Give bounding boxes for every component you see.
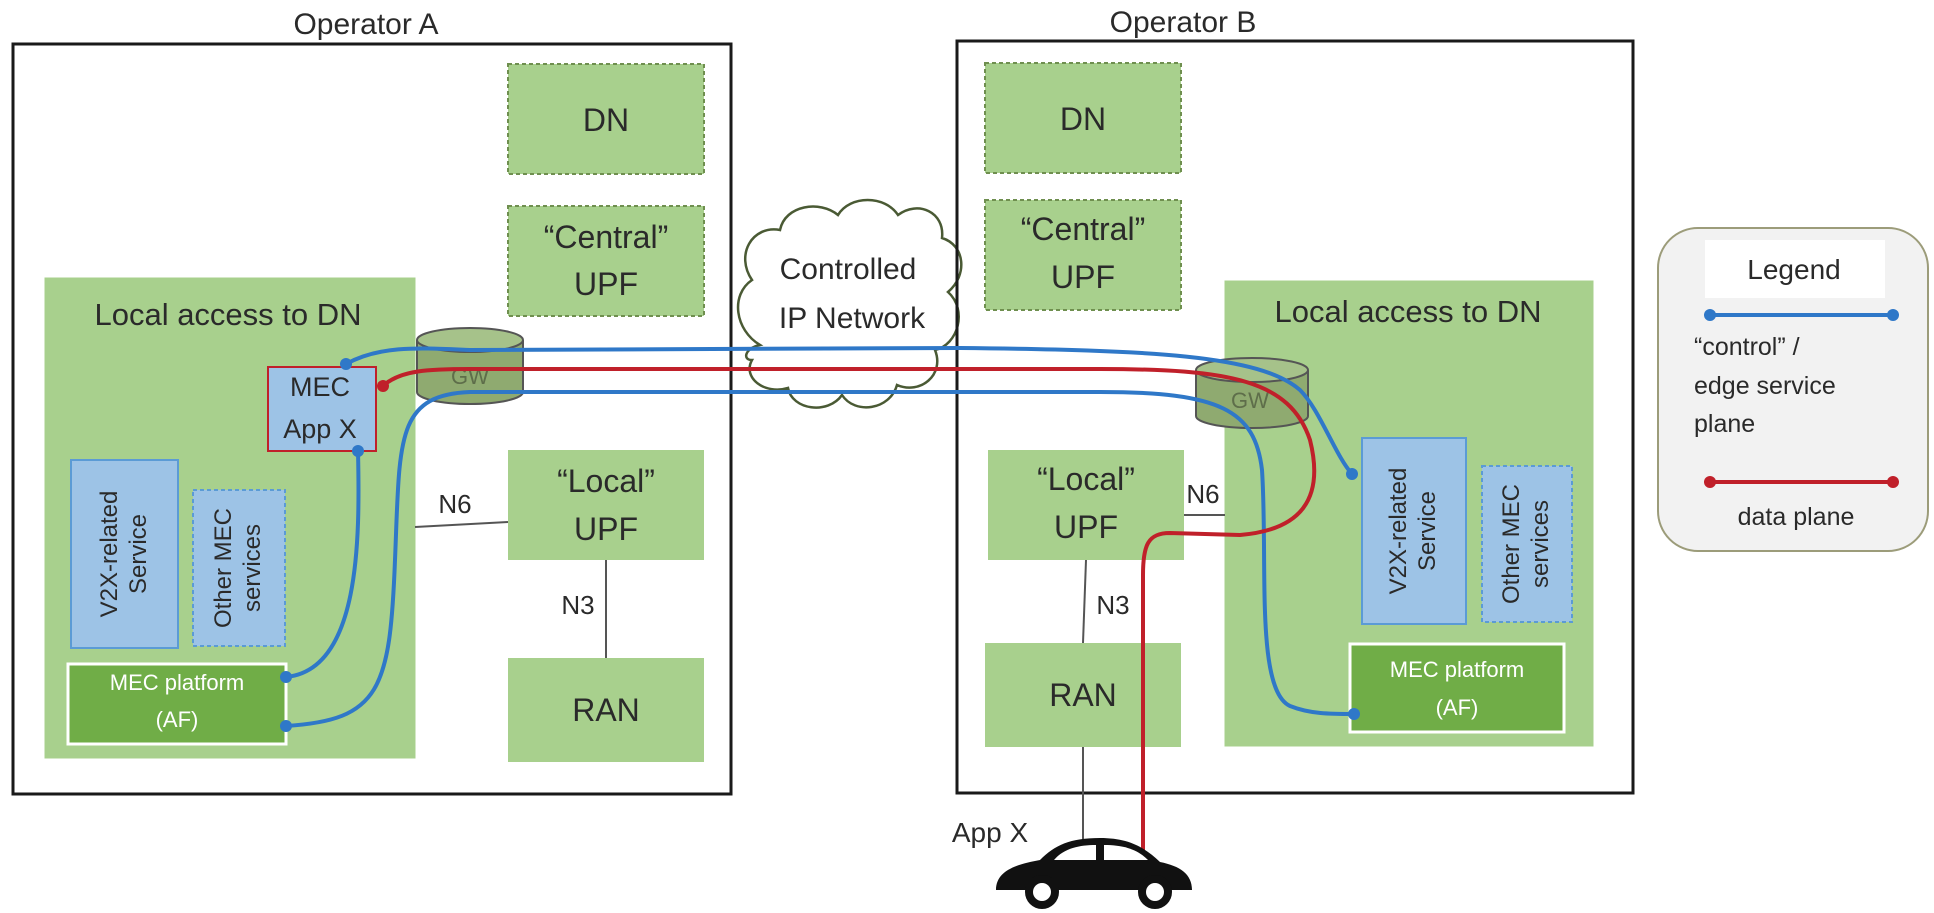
operator-a-mec-platform-line2: (AF) [156, 707, 199, 732]
operator-a-other-mec-line1: Other MEC [210, 508, 237, 628]
operator-b-other-mec-line1: Other MEC [1498, 484, 1525, 604]
operator-b-gw: GW [1195, 357, 1309, 429]
operator-b-gw-label: GW [1231, 388, 1269, 413]
operator-a-mec-app-line1: MEC [290, 372, 350, 402]
operator-b-central-upf: “Central” UPF [984, 199, 1182, 311]
legend-data-label: data plane [1738, 503, 1855, 531]
operator-a-mec-app-line2: App X [283, 414, 357, 444]
control-plane-endpoint [280, 671, 292, 683]
operator-b-central-upf-line2: UPF [1051, 259, 1115, 295]
operator-b-other-mec-services: Other MEC services [1481, 465, 1573, 623]
operator-a-n6-link [414, 521, 509, 528]
operator-b-ran: RAN [985, 643, 1181, 747]
operator-a-central-upf-line1: “Central” [544, 219, 668, 255]
operator-a-mec-app-x: MEC App X [267, 366, 377, 452]
operator-b-local-upf-line2: UPF [1054, 509, 1118, 545]
operator-a-dn-label: DN [583, 102, 629, 138]
vehicle-label: App X [952, 817, 1029, 848]
operator-a-local-upf: “Local” UPF [508, 450, 704, 560]
operator-b-border [955, 39, 1635, 795]
operator-a-border [11, 42, 733, 796]
operator-a-central-upf-line2: UPF [574, 266, 638, 302]
control-plane-endpoint [340, 358, 352, 370]
legend-control-line3: plane [1694, 410, 1755, 438]
operator-b-v2x-service: V2X-related Service [1361, 437, 1467, 625]
operator-a-v2x-line1: V2X-related [96, 491, 123, 618]
control-plane-path-app-to-v2x [345, 345, 1354, 476]
operator-b-v2x-line2: Service [1414, 491, 1441, 571]
operator-b-n6-label: N6 [1186, 479, 1219, 509]
operator-a-title: Operator A [293, 8, 438, 41]
control-plane-endpoint [1346, 468, 1358, 480]
operator-b-mec-platform: MEC platform (AF) [1348, 642, 1566, 734]
operator-b-n3-link [1082, 559, 1087, 644]
car-icon [996, 838, 1192, 909]
operator-a-local-access-label: Local access to DN [94, 297, 361, 332]
operator-a-mec-platform: MEC platform (AF) [66, 662, 288, 746]
operator-b-title: Operator B [1110, 6, 1257, 39]
operator-a-ran: RAN [508, 658, 704, 762]
control-plane-path-platform-to-platform [285, 390, 1355, 728]
legend-control-endpoint [1887, 309, 1899, 321]
operator-a-mec-platform-line1: MEC platform [110, 670, 244, 695]
operator-b-mec-platform-line1: MEC platform [1390, 657, 1524, 682]
operator-b-dn-label: DN [1060, 101, 1106, 137]
operator-b-local-access-label: Local access to DN [1274, 294, 1541, 329]
operator-b-dn: DN [984, 62, 1182, 174]
cloud-line2: IP Network [779, 302, 926, 335]
operator-b-mec-platform-line2: (AF) [1436, 695, 1479, 720]
control-plane-endpoint [352, 445, 364, 457]
operator-a-local-upf-line2: UPF [574, 511, 638, 547]
control-plane-path-app-to-platform [285, 450, 361, 679]
cloud-line1: Controlled [780, 253, 917, 286]
legend-control-line2: edge service [1694, 372, 1836, 400]
operator-b-n3-label: N3 [1096, 590, 1129, 620]
operator-b-ran-label: RAN [1049, 677, 1117, 713]
legend-data-endpoint [1887, 476, 1899, 488]
operator-a-v2x-line2: Service [125, 514, 152, 594]
operator-a-n3-label: N3 [561, 590, 594, 620]
legend-control-line1: “control” / [1694, 333, 1800, 361]
operator-a-central-upf: “Central” UPF [507, 205, 705, 317]
operator-b-local-upf: “Local” UPF [988, 450, 1184, 560]
controlled-ip-network-cloud: Controlled IP Network [736, 198, 963, 409]
legend-control-endpoint [1704, 309, 1716, 321]
operator-a-other-mec-line2: services [239, 524, 266, 612]
data-plane-endpoint [377, 380, 389, 392]
control-plane-endpoint [280, 720, 292, 732]
operator-a-dn: DN [507, 63, 705, 175]
operator-a-other-mec-services: Other MEC services [192, 489, 286, 647]
operator-a-gw: GW [416, 327, 524, 405]
data-plane-path [381, 367, 1317, 862]
operator-b-other-mec-line2: services [1527, 500, 1554, 588]
operator-a-n6-label: N6 [438, 489, 471, 519]
operator-a-local-upf-line1: “Local” [557, 463, 655, 499]
operator-b-central-upf-line1: “Central” [1021, 211, 1145, 247]
legend-title: Legend [1747, 254, 1840, 285]
legend-data-endpoint [1704, 476, 1716, 488]
operator-b-local-upf-line1: “Local” [1037, 461, 1135, 497]
operator-a-ran-label: RAN [572, 692, 640, 728]
operator-a-v2x-service: V2X-related Service [70, 459, 179, 649]
operator-b-v2x-line1: V2X-related [1385, 468, 1412, 595]
control-plane-endpoint [1348, 708, 1360, 720]
legend: Legend “control” / edge service plane da… [1657, 227, 1929, 552]
